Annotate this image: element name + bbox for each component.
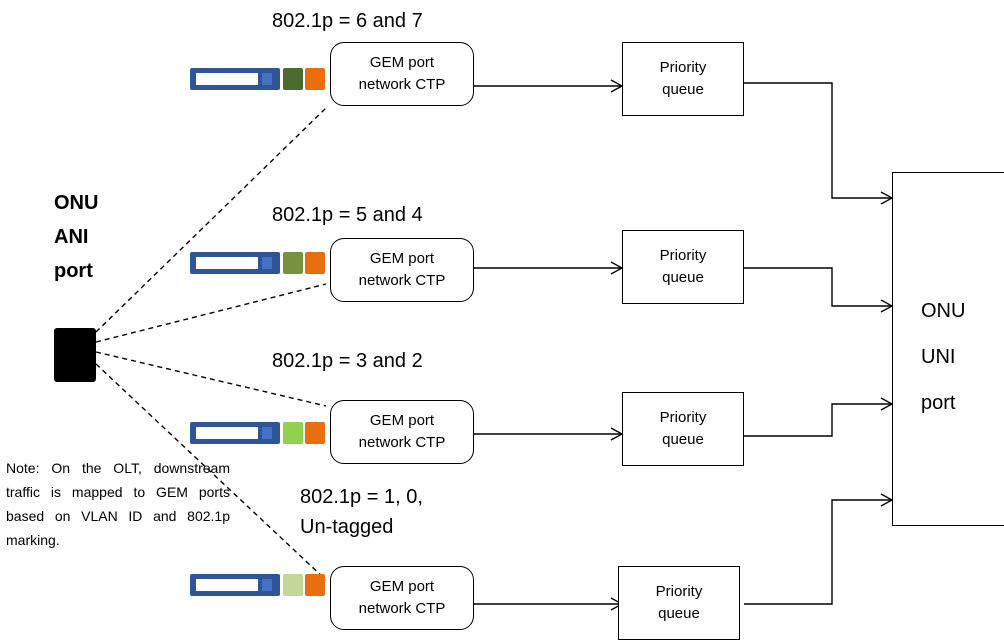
queue-to-uni-arrow-3 [744,397,894,437]
uni-port-box [892,172,1004,526]
dashed-link-2 [95,283,327,343]
ani-port-device [54,328,96,382]
frame-icon-3 [190,422,325,444]
ani-port-label: ONU ANI port [54,192,99,282]
dashed-link-4 [95,363,327,581]
vlan-tag-block-4 [283,574,303,596]
frame-icon-4 [190,574,325,596]
pbit-label-4: 802.1p = 1, 0, Un-tagged [300,486,423,538]
pbit-label-1: 802.1p = 6 and 7 [272,10,423,32]
frame-icon-2 [190,252,325,274]
frame-icon-1 [190,68,325,90]
vlan-tag-block-1 [283,68,303,90]
pbit-label-2: 802.1p = 5 and 4 [272,204,423,226]
queue-to-uni-arrow-4 [744,493,894,605]
uni-port-label: ONU UNI port [921,300,966,414]
queue-to-uni-arrow-2 [744,267,894,313]
olt-mapping-note: Note: On the OLT, downstream traffic is … [6,460,230,548]
vlan-tag-block-2 [283,252,303,274]
dashed-link-3 [95,351,327,407]
pbit-label-3: 802.1p = 3 and 2 [272,350,423,372]
queue-to-uni-arrow-1 [744,82,894,205]
vlan-tag-block-3 [283,422,303,444]
